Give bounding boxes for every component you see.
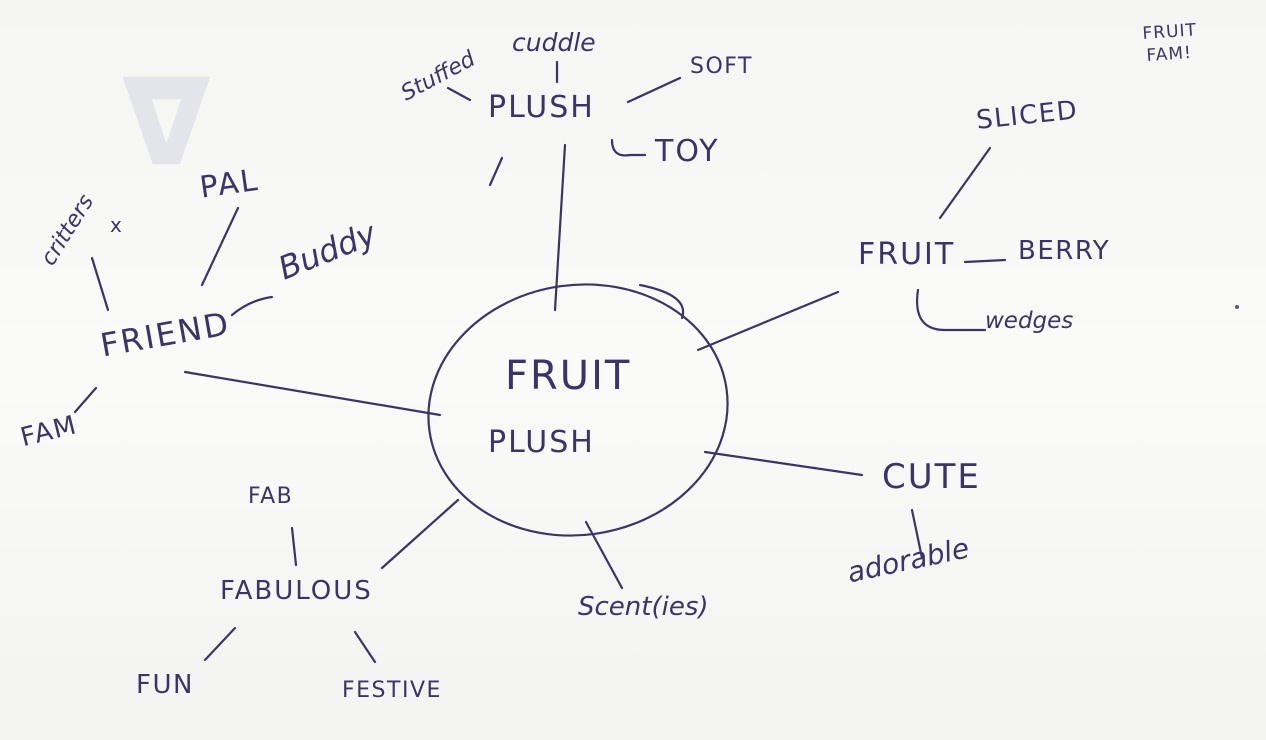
center-label-fruit: FRUIT [505, 353, 632, 399]
line-fabulous-fun [203, 626, 237, 662]
fab-label: FAB [248, 484, 294, 509]
ellipse-overlap-stroke [638, 283, 685, 320]
line-fruit-sliced [938, 146, 992, 220]
line-plush-soft [626, 76, 682, 104]
line-center-fruit [696, 290, 840, 352]
line-cute-adorable [910, 508, 924, 560]
fabulous-label: FABULOUS [220, 576, 373, 606]
scents-label: Scent(ies) [578, 592, 709, 622]
line-fruit-berry [963, 258, 1007, 264]
fun-label: FUN [136, 670, 194, 700]
toy-label: TOY [655, 134, 720, 169]
fruit-label: FRUIT [858, 237, 956, 272]
line-center-fabulous [380, 498, 460, 570]
line-fabulous-fab [290, 526, 298, 567]
cute-label: CUTE [882, 457, 981, 497]
line-friend-buddy [230, 295, 274, 317]
wedges-label: wedges [985, 308, 1074, 334]
line-fabulous-festive [353, 630, 377, 664]
line-center-friend [183, 370, 442, 417]
critters-x-mark: x [110, 213, 124, 237]
line-plush-stub [488, 156, 504, 187]
cuddle-label: cuddle [512, 28, 596, 57]
line-friend-pal [200, 206, 240, 287]
pencil-dot [1235, 305, 1239, 309]
line-plush-toy [610, 138, 647, 157]
line-center-plush [553, 143, 567, 312]
center-ellipse [427, 283, 729, 537]
festive-label: FESTIVE [342, 678, 442, 703]
line-center-cute [703, 450, 864, 477]
plush-label: PLUSH [488, 90, 595, 125]
line-plush-stuffed [446, 86, 472, 102]
center-label-plush: PLUSH [488, 425, 595, 460]
corner-note-line2: FAM! [1145, 42, 1193, 66]
corner-note-line1: FRUIT [1141, 20, 1198, 44]
line-fruit-wedges [916, 288, 987, 332]
line-friend-fam [73, 386, 98, 414]
line-center-scents [584, 520, 624, 590]
berry-label: BERRY [1018, 236, 1111, 266]
soft-label: SOFT [690, 54, 753, 79]
line-friend-critters [90, 256, 110, 312]
pal-label: PAL [197, 162, 262, 206]
